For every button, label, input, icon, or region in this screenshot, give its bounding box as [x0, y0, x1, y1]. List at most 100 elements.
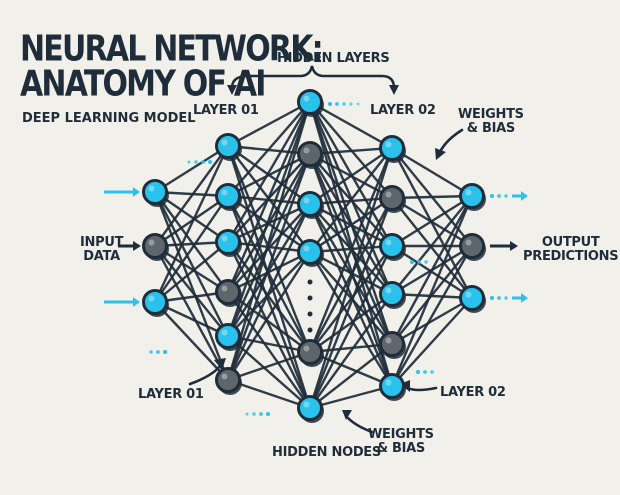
connection-edge: [308, 250, 394, 388]
flow-dot: [497, 194, 501, 198]
node-highlight: [465, 291, 472, 298]
layer01-bottom-pointer: [188, 364, 222, 386]
node-hidden-nodes-4: [297, 239, 324, 267]
connection-edge: [308, 196, 394, 254]
flow-dot: [259, 412, 263, 416]
flow-dot: [266, 412, 270, 416]
connection-edge: [153, 300, 230, 382]
node-circle: [297, 89, 323, 115]
connection-edge: [153, 190, 230, 294]
node-highlight: [303, 245, 310, 252]
flow-dot: [430, 370, 434, 374]
output-arrow-bottom-head: [521, 293, 528, 303]
input-data-line-2: DATA: [83, 249, 120, 264]
output-arrow-bottom-dots: [490, 296, 508, 300]
connection-edge: [390, 244, 474, 388]
flow-dot: [490, 296, 494, 300]
page-title: NEURAL NETWORK: ANATOMY OF AI: [20, 31, 324, 103]
connection-edge: [226, 152, 312, 198]
connection-edge: [226, 202, 312, 382]
flow-dot: [497, 296, 501, 300]
connection-edge: [226, 250, 312, 382]
flow-arrows: [104, 102, 528, 416]
input-arrow-top-head: [133, 187, 140, 197]
flow-dot: [356, 102, 360, 106]
connection-edge: [308, 146, 394, 410]
connection-edge: [308, 244, 394, 410]
node-circle: [379, 233, 405, 259]
weights-bias-top-pointer-head: [435, 148, 446, 160]
node-highlight: [303, 345, 310, 352]
flow-dot: [252, 412, 256, 416]
flow-dot: [504, 194, 508, 198]
node-highlight: [303, 197, 310, 204]
flow-dot: [245, 412, 249, 416]
connection-edge: [153, 190, 230, 382]
connection-edge: [226, 290, 312, 354]
flow-dot: [504, 296, 508, 300]
node-highlight: [385, 141, 392, 148]
weights-bias-bottom-pointer-head: [342, 410, 352, 420]
weights-bias-top-pointer: [438, 128, 464, 154]
input-data-label: INPUT DATA: [80, 236, 123, 264]
hidden-nodes-label: HIDDEN NODES: [272, 445, 381, 460]
connection-edge: [308, 146, 394, 354]
weights-bias-top-line-2: & BIAS: [466, 121, 516, 136]
hidden-layers-label: HIDDEN LAYERS: [277, 51, 390, 66]
page-subtitle: DEEP LEARNING MODEL: [22, 111, 196, 126]
node-layer-02-5: [379, 331, 406, 359]
node-highlight: [221, 285, 228, 292]
node-highlight: [221, 139, 228, 146]
node-output-3: [459, 285, 486, 313]
layer02-bottom-label: LAYER 02: [440, 385, 506, 400]
connection-edge: [390, 194, 474, 296]
node-layer-02-3: [379, 233, 406, 261]
connection-edge: [153, 144, 230, 248]
connection-edge: [153, 244, 230, 382]
flow-dot: [342, 102, 346, 106]
connection-edge: [308, 146, 394, 156]
node-circle: [215, 323, 241, 349]
layer01-top-label: LAYER 01: [193, 103, 259, 118]
node-highlight: [385, 287, 392, 294]
node-input-2: [142, 233, 169, 261]
weights-bias-bottom-line-2: & BIAS: [376, 441, 426, 456]
flow-dot: [423, 370, 427, 374]
connection-edge: [226, 194, 312, 354]
node-circle: [379, 373, 405, 399]
node-circle: [215, 183, 241, 209]
connection-edge: [308, 196, 394, 410]
connection-edge: [308, 152, 394, 388]
connection-edge: [226, 100, 312, 382]
node-highlight: [385, 379, 392, 386]
connection-edge: [153, 244, 230, 338]
connection-edge: [308, 146, 394, 254]
bracket-left-head: [227, 85, 237, 95]
node-highlight: [303, 147, 310, 154]
connection-edge: [226, 350, 312, 382]
node-hidden-nodes-6: [297, 395, 324, 423]
connection-edge: [308, 100, 394, 388]
node-circle: [379, 135, 405, 161]
node-circle: [297, 339, 323, 365]
connection-edge: [390, 196, 474, 300]
output-predictions-line-1: OUTPUT: [541, 235, 600, 250]
node-layer-02-2: [379, 185, 406, 213]
layer02-top-label: LAYER 02: [370, 103, 436, 118]
node-circle: [379, 281, 405, 307]
connection-edge: [226, 100, 312, 244]
bracket-right-head: [389, 85, 399, 95]
node-layer-01-2: [215, 183, 242, 211]
connection-edge: [390, 244, 474, 346]
node-circle: [297, 395, 323, 421]
connection-edge: [390, 194, 474, 388]
node-highlight: [148, 185, 155, 192]
node-circle: [297, 191, 323, 217]
connection-edges: [153, 100, 474, 410]
connection-edge: [153, 144, 230, 304]
node-circle: [297, 141, 323, 167]
connection-edge: [308, 342, 394, 354]
node-highlight: [148, 295, 155, 302]
node-circle: [142, 233, 168, 259]
flow-dot: [201, 160, 205, 164]
